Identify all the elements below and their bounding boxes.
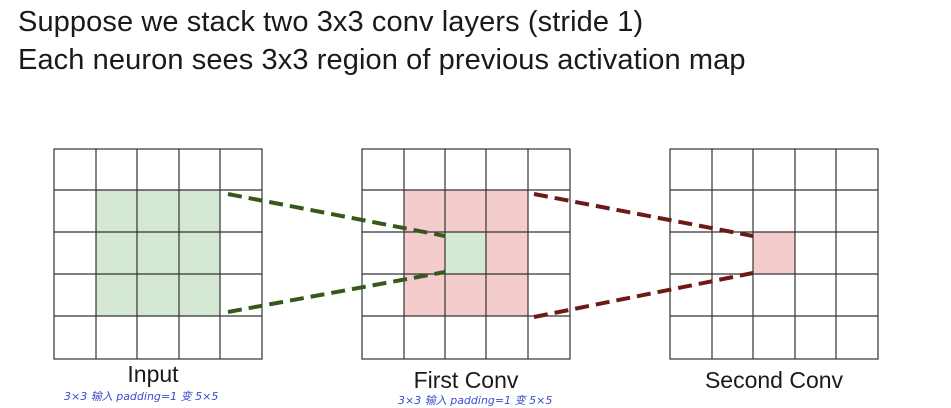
title-line-1: Suppose we stack two 3x3 conv layers (st… xyxy=(18,6,644,38)
input-label: Input xyxy=(127,361,179,387)
red-projection-top xyxy=(533,192,754,238)
handwritten-note-first-conv: 3×3 输入 padding=1 变 5×5 xyxy=(398,394,552,407)
input-grid: Input xyxy=(53,148,263,387)
green-projection-top xyxy=(227,192,446,238)
input-grid-lines xyxy=(53,148,263,360)
projection-lines xyxy=(227,192,754,319)
second-conv-grid-lines xyxy=(669,148,879,360)
second-conv-grid: Second Conv xyxy=(669,148,879,393)
handwritten-note-input: 3×3 输入 padding=1 变 5×5 xyxy=(64,390,218,403)
green-projection-bottom xyxy=(227,270,446,314)
input-highlight-3x3 xyxy=(96,190,220,316)
title-line-2: Each neuron sees 3x3 region of previous … xyxy=(18,44,746,76)
first-conv-grid-lines xyxy=(361,148,571,360)
first-conv-label: First Conv xyxy=(414,367,519,393)
second-conv-label: Second Conv xyxy=(705,367,844,393)
first-conv-center-neuron xyxy=(445,232,486,274)
red-projection-bottom xyxy=(533,271,754,319)
first-conv-grid: First Conv xyxy=(361,148,571,393)
second-conv-center-neuron xyxy=(753,232,795,274)
